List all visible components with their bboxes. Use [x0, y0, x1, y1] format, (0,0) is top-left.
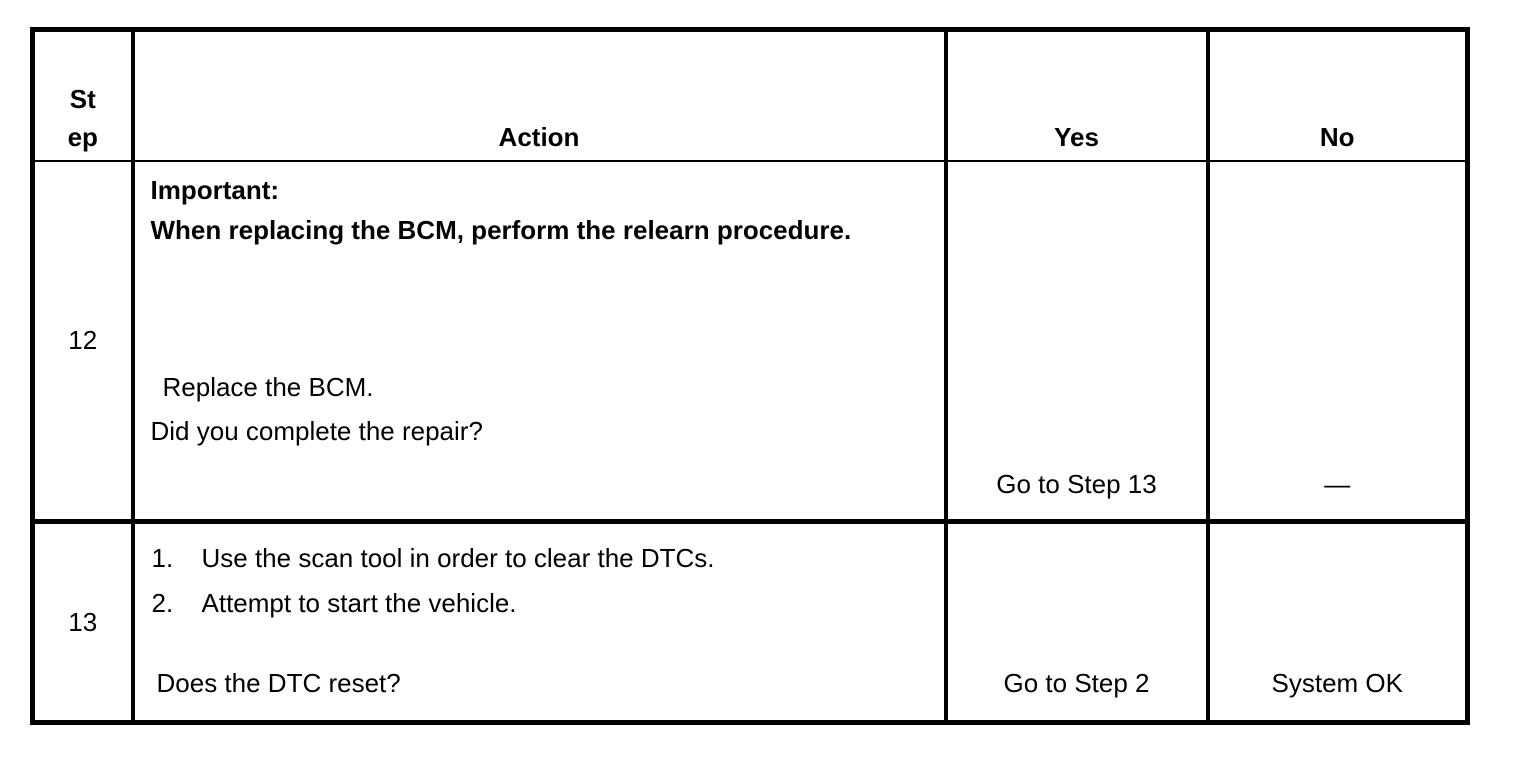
column-header-action: Action	[132, 29, 948, 162]
diagnostic-steps-table: St ep Action Yes No 12 Important: When r…	[30, 27, 1470, 725]
action-question: Does the DTC reset?	[156, 668, 401, 698]
step-number: 13	[32, 521, 135, 723]
action-instruction: Replace the BCM.	[162, 371, 374, 402]
step-header-label: St ep	[67, 83, 98, 152]
list-number: 2.	[151, 588, 174, 618]
table-header-row: St ep Action Yes No	[32, 29, 1468, 162]
numbered-step: 1. Use the scan tool in order to clear th…	[152, 536, 932, 581]
table-row-step-12: 12 Important: When replacing the BCM, pe…	[32, 160, 1468, 524]
step-number: 12	[32, 160, 135, 524]
column-header-yes: Yes	[945, 29, 1210, 162]
table-row-step-13: 13 1. Use the scan tool in order to clear…	[32, 521, 1468, 723]
no-result: —	[1207, 160, 1468, 524]
action-cell: 1. Use the scan tool in order to clear th…	[132, 521, 948, 723]
numbered-step: 2. Attempt to start the vehicle.	[152, 581, 932, 626]
list-text: Use the scan tool in order to clear the …	[201, 543, 715, 573]
action-cell: Important: When replacing the BCM, perfo…	[132, 160, 948, 524]
list-number: 1.	[151, 543, 174, 573]
no-result: System OK	[1271, 668, 1403, 698]
list-text: Attempt to start the vehicle.	[201, 588, 517, 618]
yes-result: Go to Step 13	[945, 160, 1210, 524]
important-text: When replacing the BCM, perform the rele…	[150, 214, 852, 245]
column-header-step: St ep	[32, 29, 135, 162]
yes-result: Go to Step 2	[945, 521, 1210, 723]
column-header-no: No	[1207, 29, 1468, 162]
important-label: Important:	[150, 174, 280, 205]
action-question: Did you complete the repair?	[150, 415, 483, 446]
